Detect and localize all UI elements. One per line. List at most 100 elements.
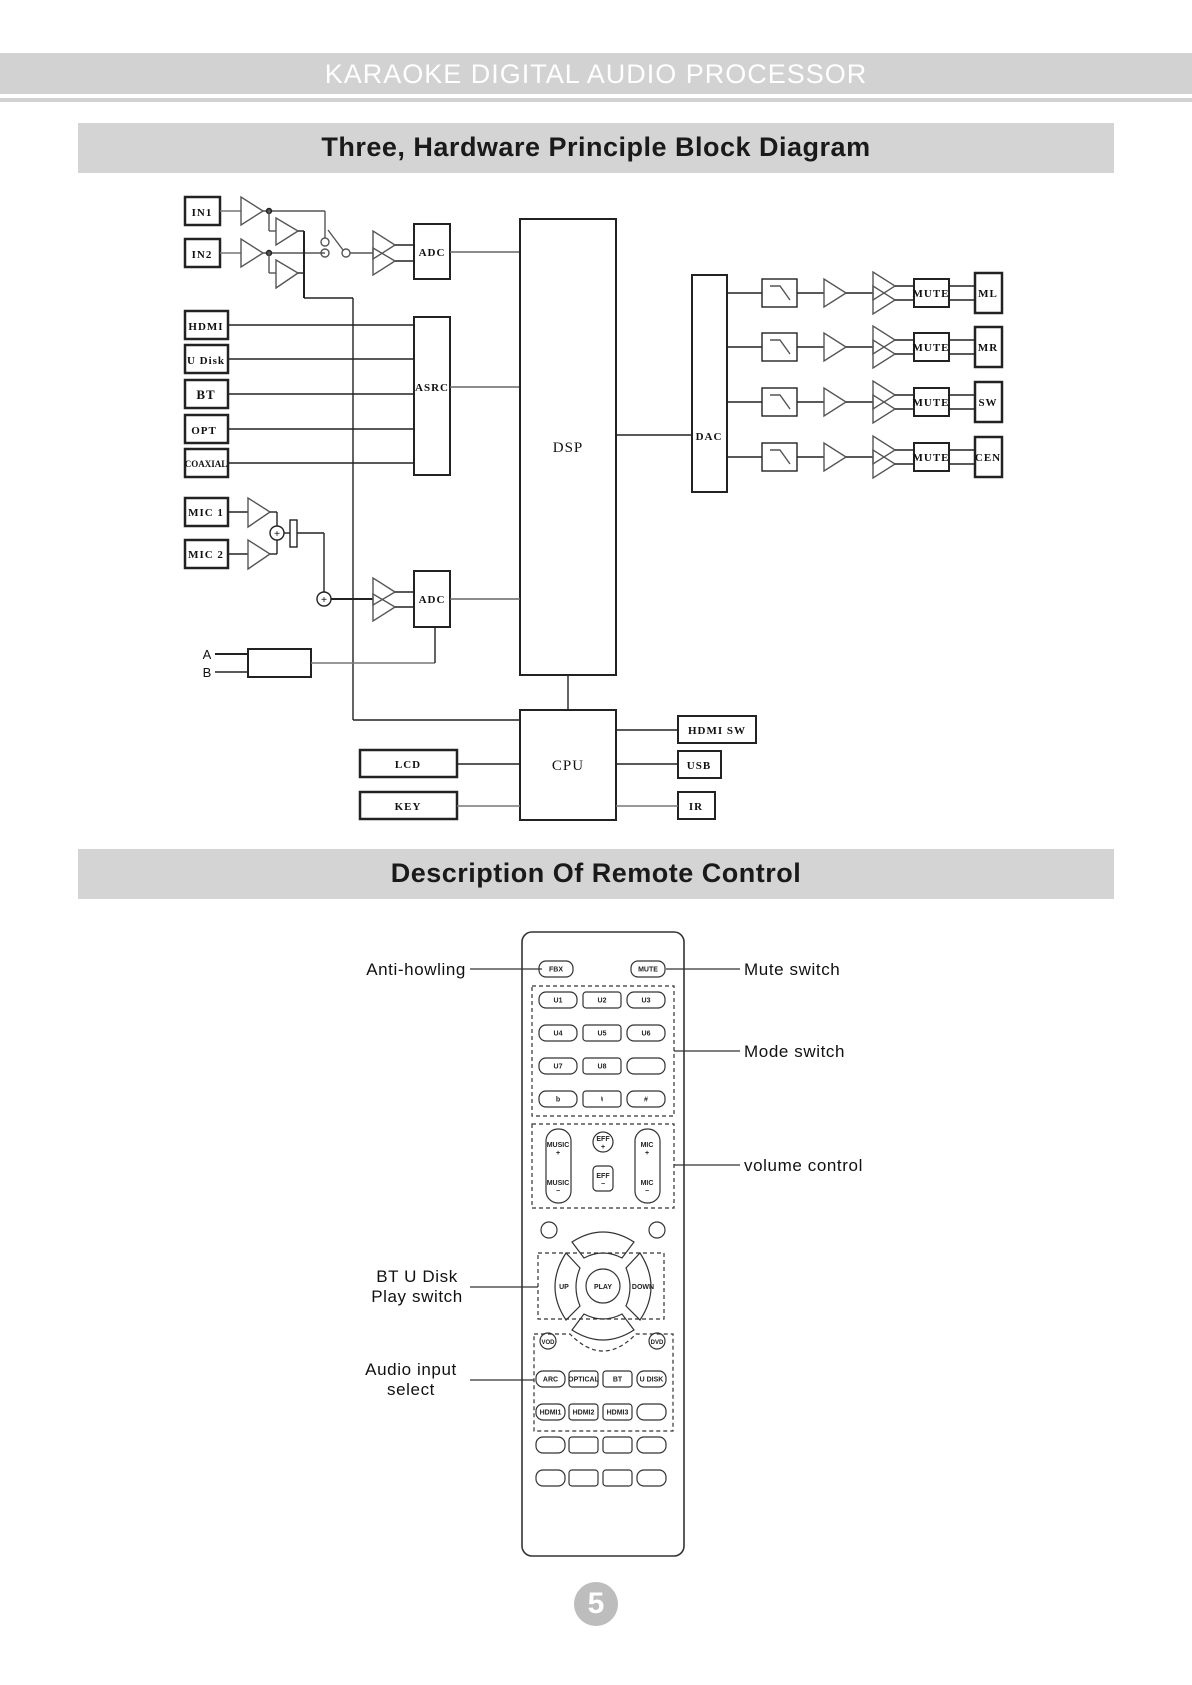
blank-button[interactable] — [602, 1436, 633, 1454]
mode-button-U3[interactable] — [626, 991, 666, 1009]
music-volume-rocker[interactable] — [545, 1128, 572, 1204]
dac-label: DAC — [696, 431, 723, 443]
output-label-ml: ML — [978, 288, 998, 300]
output-label-sw: SW — [978, 397, 997, 409]
cpu-label: CPU — [552, 758, 584, 774]
source-button-arc-label: ARC — [543, 1377, 558, 1384]
header-rule — [0, 98, 1192, 102]
section-title: Description Of Remote Control — [390, 858, 802, 888]
key-label: KEY — [395, 801, 422, 813]
page-number: 5 — [574, 1582, 618, 1626]
eff-plus-button[interactable] — [592, 1131, 614, 1153]
source-button-u-disk[interactable] — [636, 1370, 667, 1388]
callout-audio-line1: Audio input — [365, 1360, 457, 1379]
input-label-in1: IN1 — [192, 207, 213, 219]
hdmi-sw-label: HDMI SW — [688, 725, 746, 737]
mic-volume-rocker[interactable] — [634, 1128, 661, 1204]
mode-button-U5[interactable] — [582, 1024, 622, 1042]
source-button-optical[interactable] — [568, 1370, 599, 1388]
source-button-hdmi1-label: HDMI1 — [540, 1410, 562, 1417]
ir-label: IR — [689, 801, 703, 813]
mode-button-U2[interactable] — [582, 991, 622, 1009]
blank-button[interactable] — [636, 1436, 667, 1454]
source-button-bt[interactable] — [602, 1370, 633, 1388]
mode-button-#[interactable] — [626, 1090, 666, 1108]
output-label-mr: MR — [978, 342, 998, 354]
nav-bottom-button[interactable] — [571, 1313, 635, 1341]
mode-button-U6[interactable] — [626, 1024, 666, 1042]
input-label-opt: OPT — [191, 425, 217, 437]
mic-plus-sign: + — [645, 1150, 649, 1157]
eff-minus-label: EFF — [596, 1173, 610, 1180]
down-label: DOWN — [632, 1284, 654, 1291]
mode-button-U8-label: U8 — [598, 1064, 607, 1071]
callout-mute-switch: Mute switch — [744, 960, 840, 979]
input-label-mic2: MIC 2 — [188, 549, 224, 561]
mode-button-♮[interactable] — [582, 1090, 622, 1108]
source-button-hdmi2-label: HDMI2 — [573, 1410, 595, 1417]
mode-button-U2-label: U2 — [598, 998, 607, 1005]
mute-label: MUTE — [913, 452, 950, 464]
mixer-plus-icon: + — [321, 594, 327, 606]
mode-button-U1[interactable] — [538, 991, 578, 1009]
fbx-button[interactable] — [538, 960, 574, 978]
mode-button-U7-label: U7 — [554, 1064, 563, 1071]
source-button-u-disk-label: U DISK — [640, 1377, 664, 1384]
input-label-in2: IN2 — [192, 249, 213, 261]
eff-minus-button[interactable] — [592, 1165, 614, 1192]
mode-button-U8[interactable] — [582, 1057, 622, 1075]
mute-button[interactable] — [630, 960, 666, 978]
blank-button[interactable] — [568, 1469, 599, 1487]
down-button[interactable] — [625, 1252, 652, 1321]
play-label: PLAY — [594, 1284, 612, 1291]
source-button-hdmi2[interactable] — [568, 1403, 599, 1421]
mode-button-U6-label: U6 — [642, 1031, 651, 1038]
mode-button-U5-label: U5 — [598, 1031, 607, 1038]
mute-label: MUTE — [913, 342, 950, 354]
blank-button[interactable] — [602, 1469, 633, 1487]
blank-button[interactable] — [535, 1436, 566, 1454]
dvd-label: DVD — [651, 1340, 664, 1346]
source-button-hdmi1[interactable] — [535, 1403, 566, 1421]
lcd-label: LCD — [395, 759, 421, 771]
mute-button-label: MUTE — [638, 967, 658, 974]
play-button[interactable] — [585, 1268, 621, 1304]
callout-bt-line2: Play switch — [371, 1287, 463, 1306]
remote-body — [521, 931, 685, 1557]
adc-bottom-label: ADC — [419, 594, 446, 606]
source-button-blank[interactable] — [636, 1403, 667, 1421]
mute-label: MUTE — [913, 288, 950, 300]
section-title: Three, Hardware Principle Block Diagram — [321, 132, 871, 162]
eff-plus-sign: + — [601, 1144, 605, 1151]
source-button-hdmi3[interactable] — [602, 1403, 633, 1421]
input-label-b: B — [203, 665, 212, 680]
block-diagram: IN1 IN2 HDMI U Disk BT OPT COAXIAL MIC 1… — [183, 195, 1004, 821]
vod-label: VOD — [541, 1340, 555, 1346]
input-label-coaxial: COAXIAL — [185, 459, 228, 469]
aux-round-button-left[interactable] — [540, 1221, 558, 1239]
up-button[interactable] — [554, 1252, 581, 1321]
eff-plus-label: EFF — [596, 1136, 610, 1143]
up-label: UP — [559, 1284, 569, 1291]
input-label-a: A — [203, 647, 212, 662]
source-button-arc[interactable] — [535, 1370, 566, 1388]
fbx-button-label: FBX — [549, 967, 563, 974]
mode-button-b-label: b — [556, 1097, 560, 1104]
blank-button[interactable] — [568, 1436, 599, 1454]
mode-button-U4-label: U4 — [554, 1031, 563, 1038]
section-header-block-diagram: Three, Hardware Principle Block Diagram — [78, 123, 1114, 173]
blank-button[interactable] — [636, 1469, 667, 1487]
vod-button[interactable] — [539, 1332, 557, 1350]
mode-button-b[interactable] — [538, 1090, 578, 1108]
adc-top-label: ADC — [419, 247, 446, 259]
nav-top-button[interactable] — [571, 1231, 635, 1259]
source-button-bt-label: BT — [613, 1377, 623, 1384]
callout-volume-control: volume control — [744, 1156, 863, 1175]
mode-button-blank[interactable] — [626, 1057, 666, 1075]
blank-button[interactable] — [535, 1469, 566, 1487]
aux-round-button-right[interactable] — [648, 1221, 666, 1239]
mode-button-U4[interactable] — [538, 1024, 578, 1042]
eff-minus-sign: − — [601, 1181, 605, 1188]
mode-button-U7[interactable] — [538, 1057, 578, 1075]
dvd-button[interactable] — [648, 1332, 666, 1350]
